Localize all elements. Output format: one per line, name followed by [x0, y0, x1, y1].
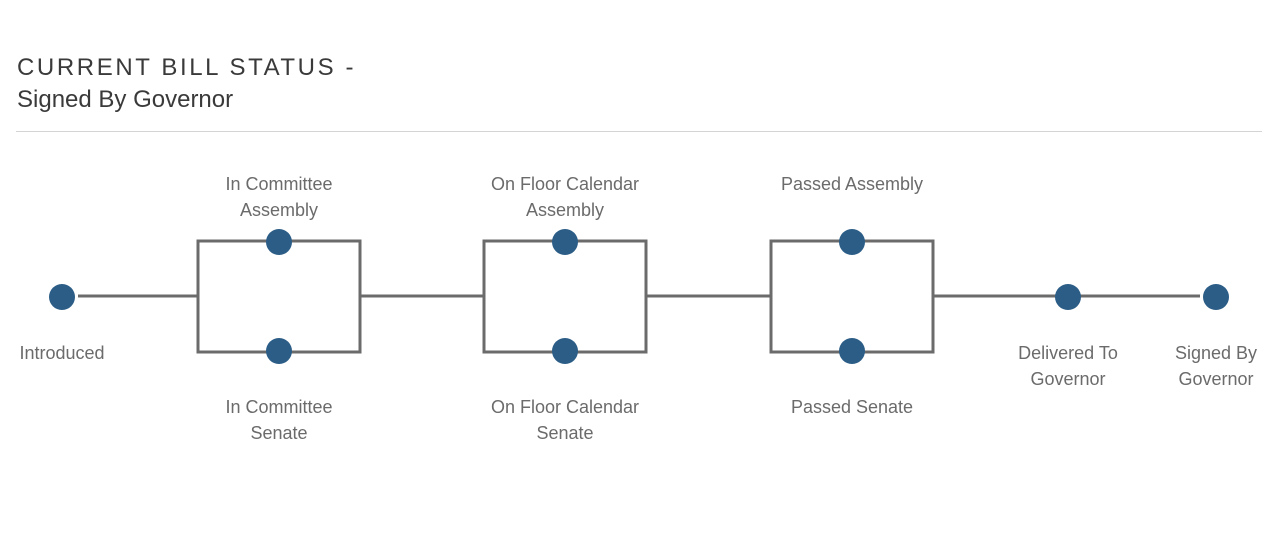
node-floor-assembly[interactable]	[552, 229, 578, 255]
stage-label-line: Passed Senate	[790, 397, 914, 417]
stage-label-line: Introduced	[19, 343, 105, 363]
stage-label-line: Signed By	[1174, 343, 1258, 363]
stage-label-committee-senate: In Committee Senate	[225, 394, 332, 446]
bill-status-header: CURRENT BILL STATUS - Signed By Governor	[17, 52, 1262, 116]
passed-branch-box	[769, 239, 935, 354]
stage-label-line: Assembly	[525, 200, 605, 220]
stage-label-committee-assembly: In Committee Assembly	[225, 171, 332, 223]
node-delivered-to-governor[interactable]	[1055, 284, 1081, 310]
floor-branch-box	[482, 239, 648, 354]
stage-label-introduced: Introduced	[19, 340, 104, 366]
stage-label-line: Passed Assembly	[780, 174, 924, 194]
progress-connectors	[78, 239, 1200, 354]
stage-label-line: Governor	[1178, 369, 1254, 389]
stage-label-line: On Floor Calendar	[490, 397, 640, 417]
node-committee-assembly[interactable]	[266, 229, 292, 255]
stage-label-delivered-to-governor: Delivered To Governor	[1018, 340, 1118, 392]
stage-label-line: In Committee	[225, 397, 333, 417]
stage-label-floor-senate: On Floor Calendar Senate	[491, 394, 639, 446]
stage-nodes	[49, 229, 1229, 364]
stage-label-signed-by-governor: Signed By Governor	[1175, 340, 1257, 392]
node-passed-senate[interactable]	[839, 338, 865, 364]
node-committee-senate[interactable]	[266, 338, 292, 364]
stage-label-line: On Floor Calendar	[490, 174, 640, 194]
current-status-text: Signed By Governor	[17, 86, 234, 113]
stage-label-passed-assembly: Passed Assembly	[781, 171, 923, 197]
node-passed-assembly[interactable]	[839, 229, 865, 255]
stage-label-floor-assembly: On Floor Calendar Assembly	[491, 171, 639, 223]
stage-label-line: Delivered To	[1018, 343, 1118, 363]
stage-label-passed-senate: Passed Senate	[791, 394, 913, 420]
stage-label-line: Senate	[536, 423, 594, 443]
stage-label-line: Assembly	[239, 200, 319, 220]
committee-branch-box	[196, 239, 362, 354]
stage-label-line: Senate	[250, 423, 308, 443]
node-introduced[interactable]	[49, 284, 75, 310]
node-floor-senate[interactable]	[552, 338, 578, 364]
node-signed-by-governor[interactable]	[1203, 284, 1229, 310]
stage-label-line: Governor	[1030, 369, 1106, 389]
page-title: CURRENT BILL STATUS -	[17, 54, 357, 81]
header-divider	[16, 131, 1262, 132]
stage-label-line: In Committee	[225, 174, 333, 194]
